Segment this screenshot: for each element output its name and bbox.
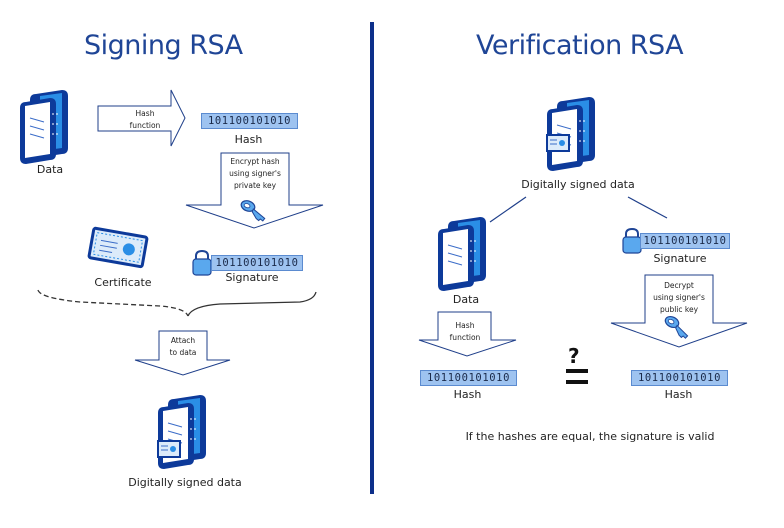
verify-hash-function-text: Hash function <box>440 320 490 344</box>
verify-signature-label: Signature <box>653 252 707 265</box>
decrypt-text: Decrypt using signer's public key <box>646 280 712 316</box>
data-document-icon <box>19 89 69 165</box>
decrypt-line-3: public key <box>659 305 699 314</box>
certificate-label: Certificate <box>94 276 152 289</box>
decrypt-arrow <box>610 274 748 348</box>
attach-text: Attach to data <box>160 335 206 359</box>
combine-brace-dashed <box>37 289 189 317</box>
certificate-icon <box>87 226 149 269</box>
hash-function-line-2: function <box>129 121 161 130</box>
connector-to-signature <box>627 196 668 219</box>
verify-data-document-icon <box>437 216 487 292</box>
hash-function-line-1: Hash <box>135 109 155 118</box>
verify-left-hash-value: 101100101010 <box>420 370 517 386</box>
equals-bar-top <box>566 369 588 373</box>
equals-bar-bottom <box>566 380 588 384</box>
verify-signed-data-label: Digitally signed data <box>521 178 635 191</box>
verify-signature-lock-icon <box>622 228 642 254</box>
signed-document-icon <box>157 394 207 470</box>
signing-signature-value: 101100101010 <box>211 255 303 271</box>
encrypt-arrow <box>185 152 324 229</box>
connector-to-data <box>489 196 527 223</box>
compare-question-mark: ? <box>568 344 580 368</box>
decrypt-line-2: using signer's <box>653 293 705 302</box>
attach-line-1: Attach <box>170 336 196 345</box>
signing-signature-label: Signature <box>225 271 279 284</box>
signing-hash-label: Hash <box>234 133 263 146</box>
verify-hash-line-2: function <box>449 333 481 342</box>
verify-hash-arrow <box>418 311 517 357</box>
encrypt-line-2: using signer's <box>229 169 281 178</box>
signing-title: Signing RSA <box>84 30 243 61</box>
signing-data-label: Data <box>36 163 64 176</box>
verify-right-hash-label: Hash <box>664 388 693 401</box>
attach-line-2: to data <box>169 348 197 357</box>
verification-title: Verification RSA <box>476 30 684 61</box>
hash-function-arrow <box>97 89 186 147</box>
verify-signed-document-icon <box>546 96 596 172</box>
verify-left-hash-label: Hash <box>453 388 482 401</box>
verification-conclusion: If the hashes are equal, the signature i… <box>465 430 715 443</box>
signing-result-label: Digitally signed data <box>128 476 242 489</box>
combine-brace-solid <box>187 291 317 317</box>
section-divider <box>370 22 374 494</box>
verify-data-label: Data <box>452 293 480 306</box>
encrypt-line-3: private key <box>233 181 277 190</box>
decrypt-line-1: Decrypt <box>664 281 694 290</box>
signing-hash-value: 101100101010 <box>201 113 298 129</box>
verify-right-hash-value: 101100101010 <box>631 370 728 386</box>
hash-function-text: Hash function <box>120 108 170 132</box>
verify-signature-value: 101100101010 <box>640 233 730 249</box>
attach-arrow <box>134 330 231 376</box>
signature-lock-icon <box>192 250 212 276</box>
encrypt-line-1: Encrypt hash <box>230 157 280 166</box>
encrypt-text: Encrypt hash using signer's private key <box>222 156 288 192</box>
verify-hash-line-1: Hash <box>455 321 475 330</box>
